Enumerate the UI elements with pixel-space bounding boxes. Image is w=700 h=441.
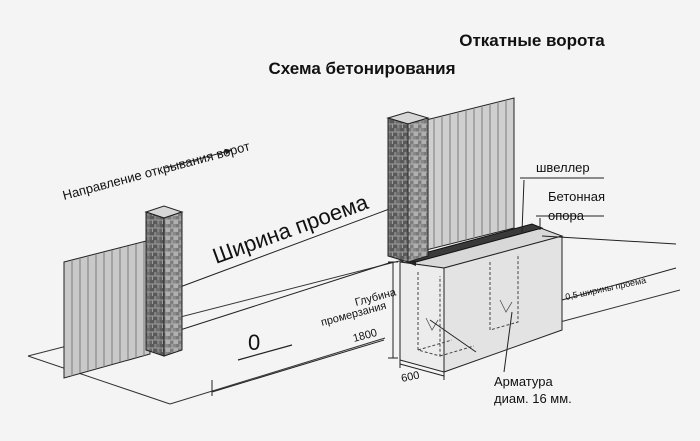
left-gate-panel [63,239,151,379]
right-brick-post [386,111,430,263]
title-main: Откатные ворота [459,31,605,50]
opening-width-label: Ширина проема [209,189,372,269]
concrete-support-label-line2: опора [548,208,585,223]
direction-arrow [164,148,233,169]
title-sub: Схема бетонирования [268,59,455,78]
channel-label: швеллер [536,160,590,175]
concrete-support-label-line1: Бетонная [548,189,605,204]
zero-label: 0 [248,330,260,355]
half-width-dimension [541,235,677,301]
width-leader-lines [179,207,393,331]
right-gate-panel [425,97,515,251]
width-600-label: 600 [400,369,420,385]
depth-dimension [388,261,398,359]
zero-marker [237,344,293,361]
left-brick-post [144,205,184,357]
opening-width-dimension [211,339,385,396]
rebar-label-line2: диам. 16 мм. [494,391,572,406]
depth-label-line2: промерзания [320,300,388,329]
concrete-foundation [399,225,564,373]
depth-value-label: 1800 [352,327,379,345]
rebar-label-line1: Арматура [494,374,553,389]
direction-label: Направление открывания ворот [61,138,252,203]
label-leaders [429,177,604,373]
width-600-dimension [399,360,445,380]
half-width-label: 0,5 ширины проема [564,275,647,302]
